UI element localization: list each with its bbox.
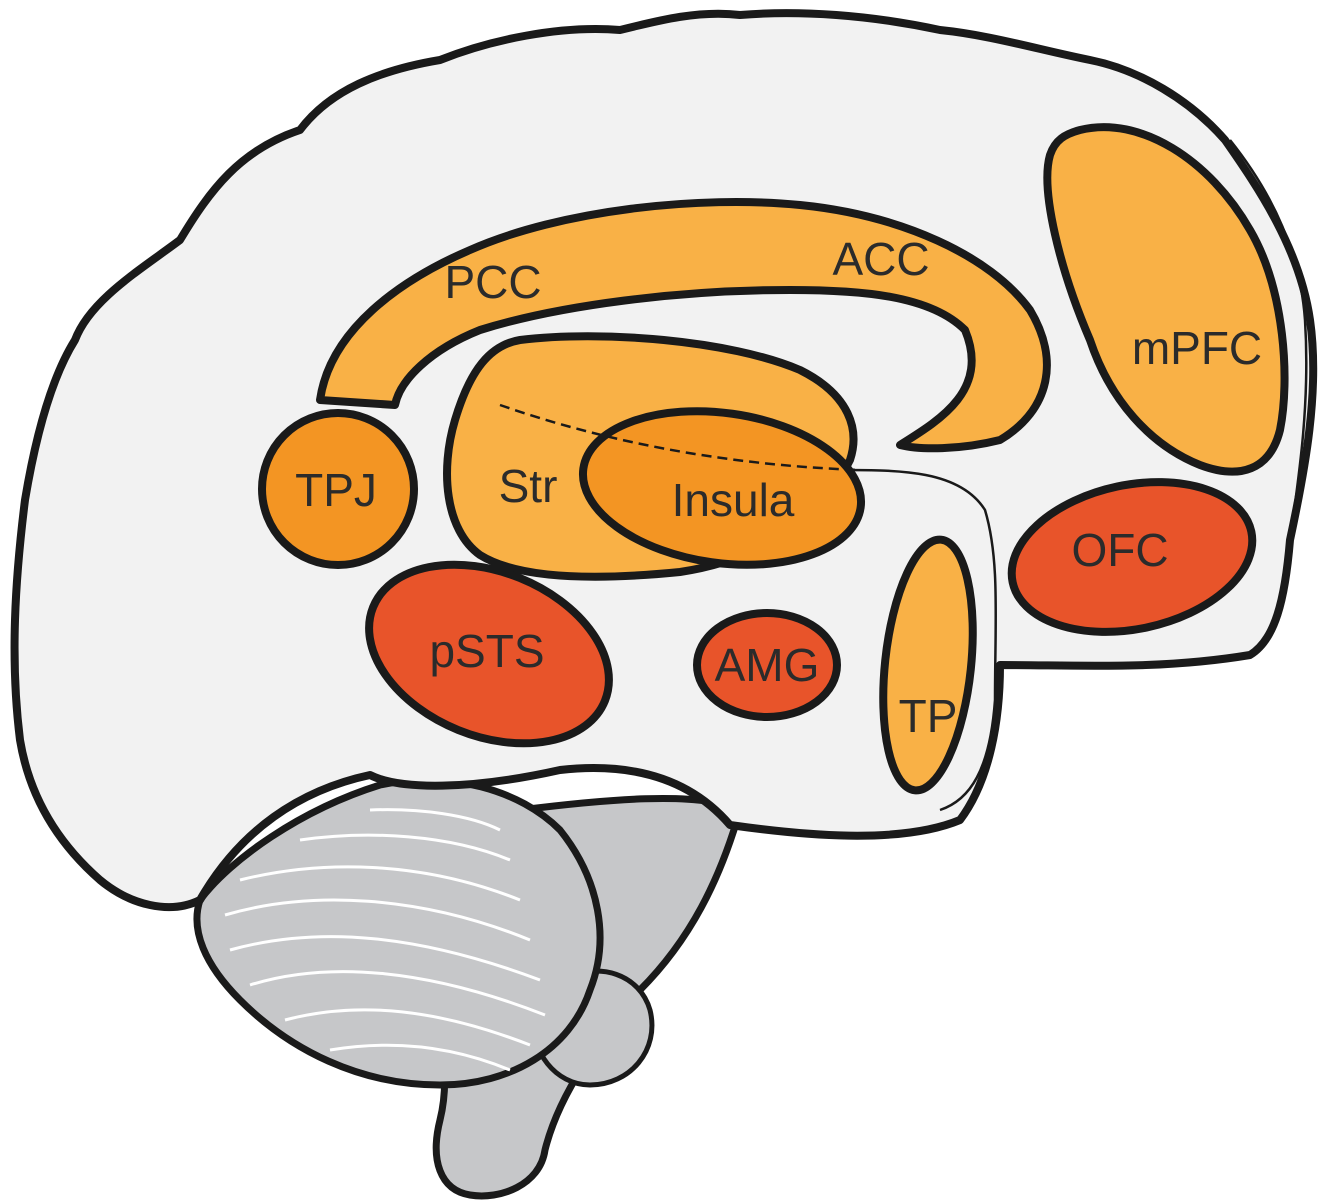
label-pcc: PCC xyxy=(444,256,541,308)
label-mpfc: mPFC xyxy=(1132,322,1262,374)
label-str: Str xyxy=(499,460,558,512)
cerebellum-group xyxy=(197,780,740,1196)
label-psts: pSTS xyxy=(429,625,544,677)
label-amg: AMG xyxy=(715,639,820,691)
label-insula: Insula xyxy=(672,474,795,526)
label-acc: ACC xyxy=(832,233,929,285)
label-ofc: OFC xyxy=(1071,524,1168,576)
label-tp: TP xyxy=(899,690,958,742)
label-tpj: TPJ xyxy=(295,464,377,516)
